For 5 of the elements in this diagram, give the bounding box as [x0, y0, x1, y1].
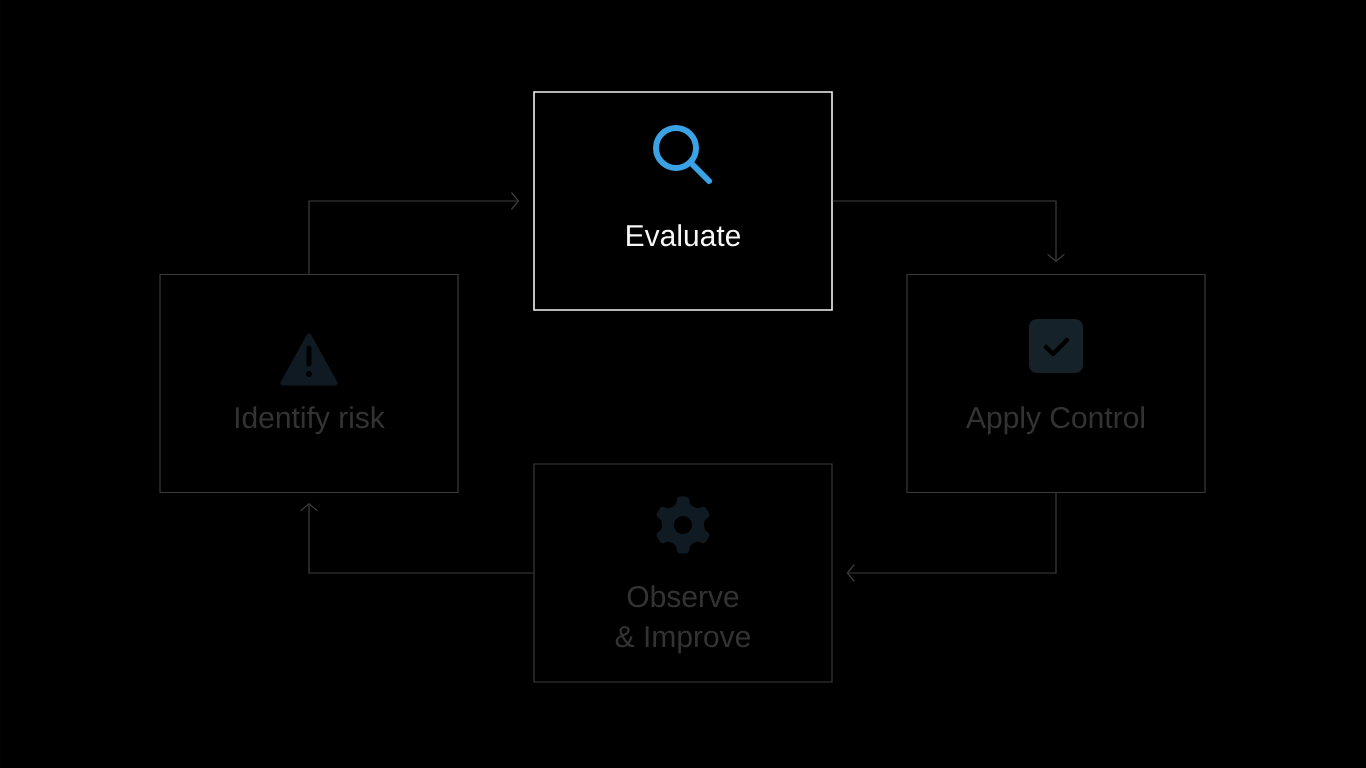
process-box: Evaluate: [533, 91, 833, 311]
arrow: [299, 503, 534, 574]
arrow: [308, 191, 520, 275]
arrow: [846, 492, 1057, 583]
arrow: [832, 200, 1066, 262]
